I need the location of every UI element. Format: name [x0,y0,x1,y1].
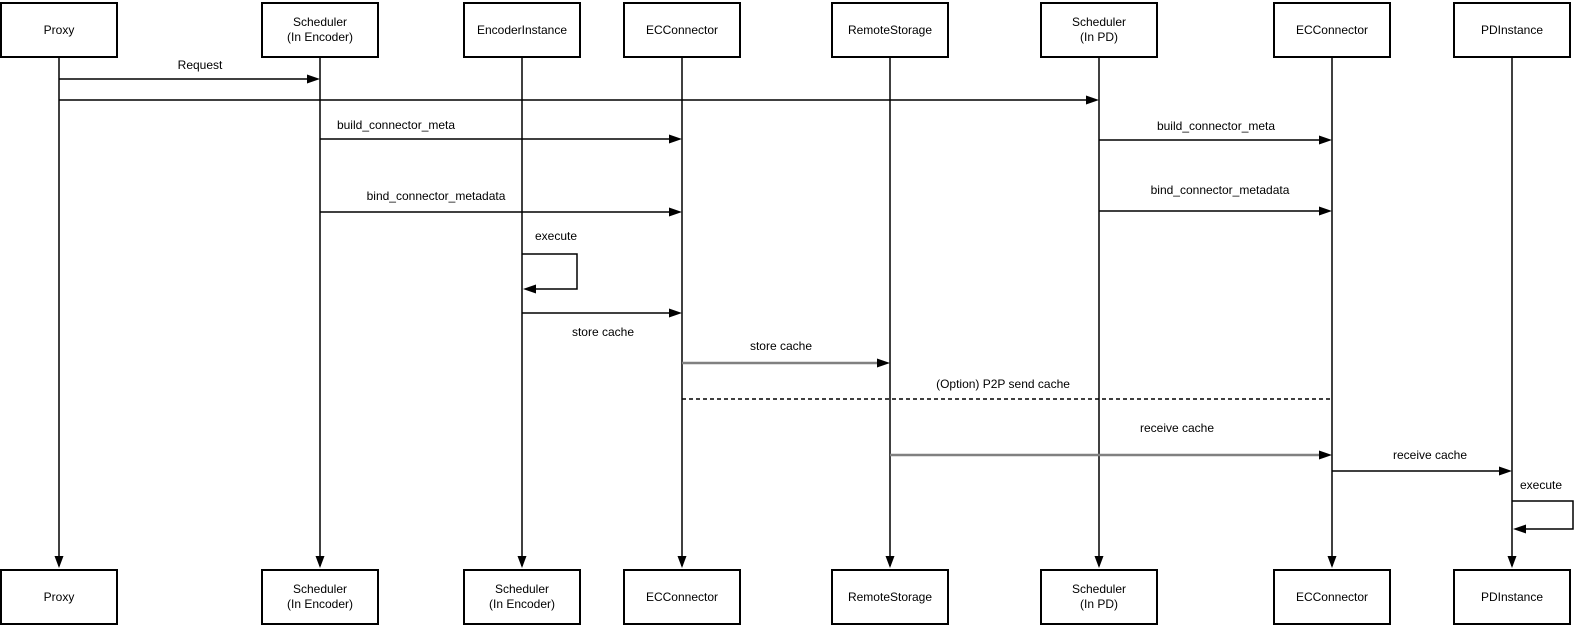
arrowhead [877,358,890,368]
actor-label-line: (In Encoder) [286,30,354,44]
actor-box-bottom-scheduler-pd: Scheduler(In PD) [1040,569,1158,625]
actor-label-line: Scheduler [292,582,348,596]
actor-box-bottom-ec-connector-encoder: ECConnector [623,569,741,625]
actor-label-line: ECConnector [1295,589,1369,604]
message-line-execute-encoder [522,253,578,290]
actor-box-top-encoder-instance: EncoderInstance [463,2,581,58]
actor-label-line: (In PD) [1079,30,1118,44]
arrowhead [517,556,527,568]
message-label-store-cache-encoder: store cache [569,325,637,339]
arrowhead [1507,556,1517,568]
actor-box-bottom-scheduler-encoder: Scheduler(In Encoder) [261,569,379,625]
message-label-build-connector-meta-pd: build_connector_meta [1154,119,1278,133]
arrowhead [669,308,682,318]
message-label-p2p-send-cache: (Option) P2P send cache [934,377,1072,391]
message-label-bind-connector-metadata-pd: bind_connector_metadata [1148,183,1292,197]
arrowhead [54,556,64,568]
actor-label-line: (In PD) [1079,597,1118,611]
arrowhead [523,284,536,294]
message-line-execute-pd [1512,500,1574,530]
actor-label-line: PDInstance [1480,22,1544,37]
actor-label-line: EncoderInstance [476,22,568,37]
actor-box-top-ec-connector-pd: ECConnector [1273,2,1391,58]
arrowhead [1094,556,1104,568]
message-label-store-cache-remote: store cache [747,339,815,353]
actor-box-top-pd-instance: PDInstance [1453,2,1571,58]
actor-label-line: PDInstance [1480,589,1544,604]
actor-box-bottom-remote-storage: RemoteStorage [831,569,949,625]
arrowhead [669,134,682,144]
actor-box-top-remote-storage: RemoteStorage [831,2,949,58]
actor-box-top-scheduler-pd: Scheduler(In PD) [1040,2,1158,58]
message-label-request: Request [175,58,225,72]
arrowhead [1319,450,1332,460]
actor-label-line: RemoteStorage [847,22,933,37]
arrowhead [1513,524,1526,534]
arrowhead [1086,95,1099,105]
actor-label-line: ECConnector [1295,22,1369,37]
actor-box-bottom-proxy: Proxy [0,569,118,625]
actor-label-line: Proxy [43,22,75,37]
arrowhead [307,74,320,84]
actor-label-line: ECConnector [645,589,719,604]
actor-label-line: Scheduler [494,582,550,596]
message-label-execute-encoder: execute [532,229,580,243]
message-label-receive-cache-pd: receive cache [1390,448,1470,462]
message-label-build-connector-meta-encoder: build_connector_meta [334,118,458,132]
actor-label-line: Scheduler [292,15,348,29]
arrowhead [669,207,682,217]
arrowhead [315,556,325,568]
actor-label-line: Proxy [43,589,75,604]
actor-box-top-scheduler-encoder: Scheduler(In Encoder) [261,2,379,58]
message-label-execute-pd: execute [1517,478,1565,492]
actor-box-bottom-ec-connector-pd: ECConnector [1273,569,1391,625]
message-label-bind-connector-metadata-encoder: bind_connector_metadata [364,189,508,203]
actor-label-line: (In Encoder) [488,597,556,611]
message-label-receive-cache-ec: receive cache [1137,421,1217,435]
arrowhead [1319,206,1332,216]
actor-label-line: RemoteStorage [847,589,933,604]
actor-label-line: (In Encoder) [286,597,354,611]
arrowhead [1319,135,1332,145]
actor-label-line: Scheduler [1071,15,1127,29]
actor-box-bottom-encoder-instance: Scheduler(In Encoder) [463,569,581,625]
arrowhead [677,556,687,568]
actor-box-top-ec-connector-encoder: ECConnector [623,2,741,58]
arrowhead [885,556,895,568]
actor-label-line: ECConnector [645,22,719,37]
actor-box-top-proxy: Proxy [0,2,118,58]
arrowhead [1499,466,1512,476]
actor-box-bottom-pd-instance: PDInstance [1453,569,1571,625]
actor-label-line: Scheduler [1071,582,1127,596]
arrowhead [1327,556,1337,568]
